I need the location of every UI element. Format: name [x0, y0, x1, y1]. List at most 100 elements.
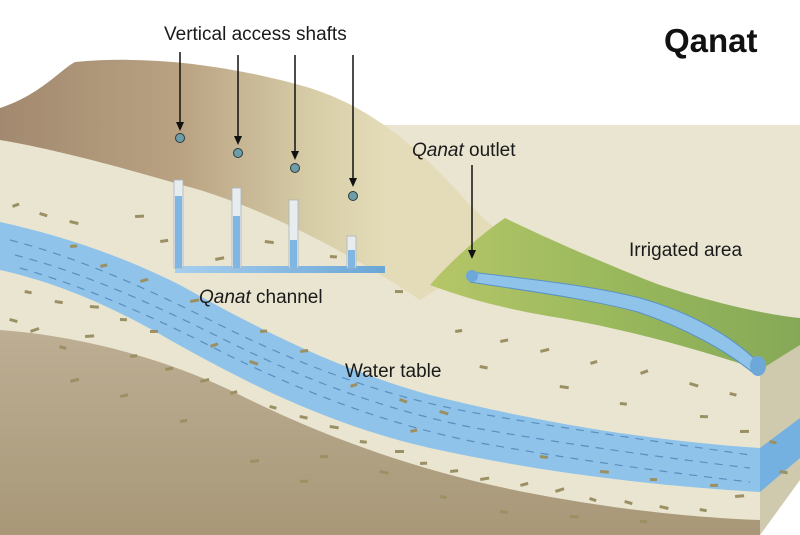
- pebble: [39, 211, 48, 218]
- pebble: [329, 255, 337, 259]
- shaft-openings: [175, 133, 358, 201]
- pebble: [569, 515, 579, 519]
- pebble: [264, 240, 274, 245]
- pebble: [739, 429, 750, 433]
- pebble: [230, 390, 238, 395]
- pebble: [649, 477, 657, 482]
- pebble-texture: [9, 202, 788, 523]
- pebble: [319, 454, 328, 459]
- pebble: [70, 377, 80, 383]
- pebble: [419, 461, 428, 465]
- shaft-4-water: [348, 250, 355, 268]
- label-water-table: Water table: [345, 361, 442, 382]
- label-qanat-channel: Qanat channel: [199, 287, 323, 309]
- pebble: [140, 277, 149, 283]
- shaft-opening-4: [348, 191, 358, 201]
- diagram-title: Qanat: [664, 22, 758, 59]
- pebble: [395, 450, 404, 453]
- pebble: [540, 347, 550, 353]
- pebble: [559, 385, 569, 390]
- shaft-1-water: [175, 196, 182, 268]
- pebble: [89, 304, 99, 309]
- pebble: [135, 214, 145, 218]
- pebble: [249, 360, 259, 366]
- pebble: [589, 497, 597, 503]
- pebble: [624, 499, 633, 506]
- label-qanat-channel-rest: channel: [250, 287, 323, 308]
- pebble: [299, 414, 308, 420]
- shaft-opening-3: [290, 163, 300, 173]
- pebble: [659, 505, 669, 510]
- pebble: [539, 455, 548, 459]
- pebble: [130, 354, 138, 358]
- pebble: [160, 238, 169, 243]
- pebble: [119, 318, 127, 322]
- pebble: [499, 510, 508, 514]
- label-qanat-outlet: Qanat outlet: [412, 140, 516, 162]
- pebble: [455, 329, 463, 333]
- pebble: [399, 397, 408, 404]
- pebble: [439, 494, 447, 500]
- pebble: [689, 381, 699, 388]
- pebble: [210, 342, 219, 348]
- shaft-3-water: [290, 240, 297, 268]
- label-vertical-access-shafts: Vertical access shafts: [164, 24, 347, 45]
- pebble: [709, 483, 719, 487]
- label-irrigated-area: Irrigated area: [629, 240, 743, 261]
- pebble: [329, 425, 339, 430]
- pebble: [729, 391, 737, 397]
- pebble: [590, 359, 598, 365]
- pebble: [299, 479, 309, 483]
- bedrock-layer: [0, 330, 760, 535]
- pebble: [640, 369, 649, 375]
- pebble: [520, 481, 529, 487]
- pebble: [779, 469, 788, 475]
- pebble: [379, 470, 389, 475]
- pebble: [479, 365, 488, 370]
- arrowhead-shaft-4: [349, 178, 357, 187]
- pebble: [59, 345, 67, 351]
- label-qanat-outlet-rest: outlet: [463, 140, 516, 161]
- pebble: [500, 338, 509, 343]
- pebble: [269, 405, 277, 410]
- pebble: [699, 414, 708, 419]
- pebble: [394, 290, 403, 294]
- pebble: [9, 318, 18, 323]
- pebble: [259, 329, 268, 333]
- pebble: [699, 508, 707, 513]
- water-table-band: [0, 222, 760, 492]
- pebble: [165, 366, 174, 371]
- pebble: [214, 256, 225, 261]
- pebble: [409, 428, 418, 433]
- pebble: [555, 487, 565, 493]
- pebble: [85, 334, 95, 338]
- pebble: [640, 520, 647, 523]
- pebble: [599, 470, 609, 474]
- hill-surface: [0, 59, 515, 300]
- pebble: [619, 402, 627, 406]
- qanat-outlet-mouth: [466, 270, 478, 282]
- pebble: [450, 469, 459, 473]
- pebble: [30, 327, 40, 333]
- arrowhead-outlet: [468, 250, 476, 259]
- pebble: [350, 382, 358, 388]
- pebble: [359, 440, 367, 444]
- pebble: [69, 244, 78, 248]
- pebble: [439, 409, 449, 416]
- pebble: [300, 349, 309, 353]
- label-qanat-channel-italic: Qanat: [199, 287, 251, 308]
- pebble: [11, 202, 20, 208]
- arrowhead-shaft-1: [176, 122, 184, 131]
- water-table-side: [760, 418, 800, 492]
- arrowhead-shaft-3: [291, 151, 299, 160]
- pebble: [190, 298, 200, 303]
- pebble: [24, 290, 32, 295]
- vertical-shafts: [173, 179, 357, 269]
- shaft-opening-2: [233, 148, 243, 158]
- pebble: [150, 329, 159, 333]
- pebble: [769, 440, 777, 445]
- label-arrows: [176, 52, 476, 259]
- pebble: [249, 459, 260, 463]
- pebble: [480, 476, 490, 481]
